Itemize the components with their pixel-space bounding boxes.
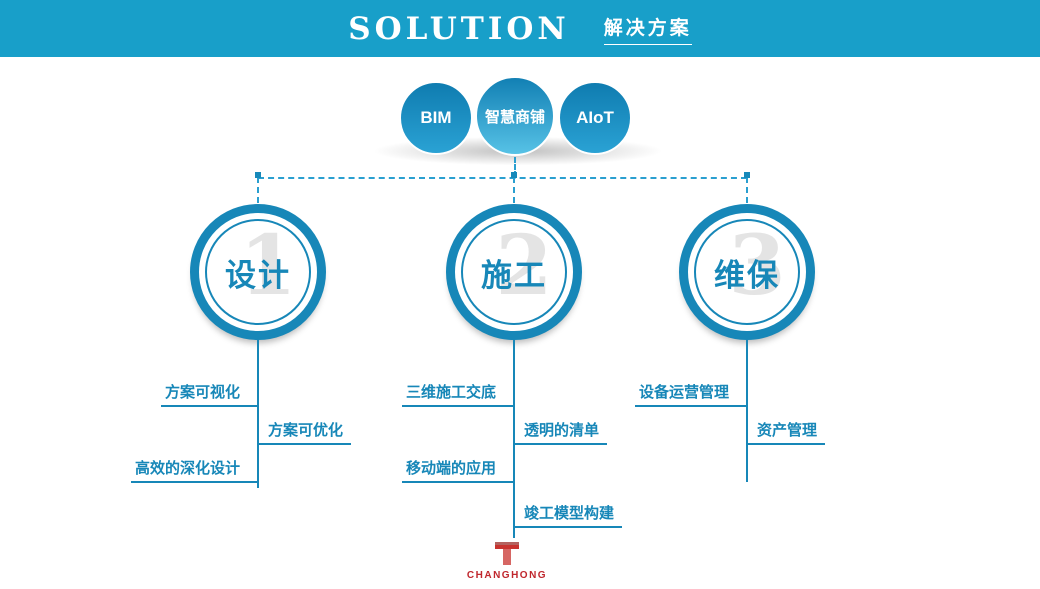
connector-node-1: [255, 172, 261, 178]
brand-logo: CHANGHONG: [455, 538, 559, 581]
page-title: SOLUTION: [348, 10, 570, 47]
feature-label: 设备运营管理: [634, 381, 747, 407]
page-subtitle: 解决方案: [603, 13, 692, 45]
stage-number-1: 1: [239, 219, 297, 314]
top-circle-bim-label: BIM: [420, 108, 452, 127]
feature-label: 资产管理: [747, 419, 826, 445]
top-circle-aiot-label: AIoT: [576, 108, 614, 127]
stage-circle-design-inner: 1 设计: [205, 219, 311, 325]
feature-label: 方案可视化: [160, 381, 258, 407]
feature-label: 高效的深化设计: [130, 457, 258, 483]
stage-circle-maintenance-inner: 3 维保: [694, 219, 800, 325]
connector-horizontal: [258, 177, 747, 179]
stage-circle-design: 1 设计: [190, 204, 326, 340]
connector-drop-2: [513, 177, 515, 203]
changhong-logo-icon: [495, 542, 519, 565]
stage-circle-construction: 2 施工: [446, 204, 582, 340]
feature-label: 竣工模型构建: [514, 502, 623, 528]
connector-node-2: [511, 172, 517, 178]
top-circle-bim: BIM: [399, 81, 473, 155]
top-circle-aiot: AIoT: [558, 81, 632, 155]
stage-title-design: 设计: [225, 257, 291, 293]
feature-label: 移动端的应用: [401, 457, 514, 483]
stage-title-maintenance: 维保: [714, 257, 780, 293]
connector-top-vertical: [514, 157, 516, 177]
brand-name: CHANGHONG: [466, 570, 548, 581]
connector-drop-3: [746, 177, 748, 203]
stage-circle-maintenance: 3 维保: [679, 204, 815, 340]
branch-stem-maintenance: [746, 340, 748, 482]
top-circle-smart-shop: 智慧商铺: [475, 76, 555, 156]
stage-title-construction: 施工: [481, 257, 547, 293]
stage-number-2: 2: [495, 219, 553, 314]
feature-label: 三维施工交底: [401, 381, 514, 407]
connector-drop-1: [257, 177, 259, 203]
top-circle-smart-shop-label: 智慧商铺: [484, 108, 545, 126]
stage-number-3: 3: [728, 219, 786, 314]
feature-label: 透明的清单: [514, 419, 608, 445]
connector-node-3: [744, 172, 750, 178]
branch-stem-construction: [513, 340, 515, 538]
header-bar: SOLUTION 解决方案: [0, 0, 1040, 57]
stage-circle-construction-inner: 2 施工: [461, 219, 567, 325]
feature-label: 方案可优化: [258, 419, 352, 445]
branch-stem-design: [257, 340, 259, 488]
